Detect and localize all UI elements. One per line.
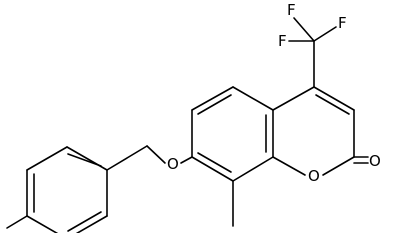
bond-c2-o1 (322, 156, 355, 176)
molecule-structure: F F F O O O (6, 1, 381, 240)
bond-ar1-ar2-double (67, 153, 102, 167)
bond-ar4-ar5 (26, 215, 68, 240)
atom-f1: F (287, 1, 296, 19)
bond-c5-c6-double (197, 94, 232, 115)
bond-ar2-ar3 (26, 146, 68, 171)
bond-ar5-ar6 (66, 215, 108, 240)
structure-canvas: F F F O O O (6, 1, 381, 240)
bond-c4-c3-double (315, 94, 350, 115)
atom-o-carbonyl: O (369, 152, 381, 170)
bond-cf1 (293, 17, 315, 42)
bond-c7-o (180, 156, 193, 164)
bond-c7-c8-double (197, 152, 232, 173)
bond-c4-c4a (272, 86, 315, 111)
atom-f2: F (278, 32, 287, 50)
bond-cf3 (313, 26, 337, 42)
bond-o1-c8a (272, 156, 306, 176)
bond-ch2-ar (106, 145, 148, 171)
bond-c5-c6 (191, 86, 234, 111)
atom-o-ring: O (308, 167, 320, 185)
bond-c7-c8 (191, 156, 234, 182)
atom-f3: F (338, 14, 347, 32)
bond-c8-c8a (232, 156, 274, 182)
bond-ar5-ar6-double (67, 211, 102, 232)
bond-c4a-c5 (232, 86, 274, 111)
bond-o-ch2 (146, 145, 166, 164)
atom-labels: F F F O O O (167, 1, 381, 185)
bonds (6, 17, 369, 240)
bond-c4-c3 (313, 86, 355, 111)
bond-ar-methyl (6, 215, 28, 229)
atom-o-ether: O (167, 155, 179, 173)
